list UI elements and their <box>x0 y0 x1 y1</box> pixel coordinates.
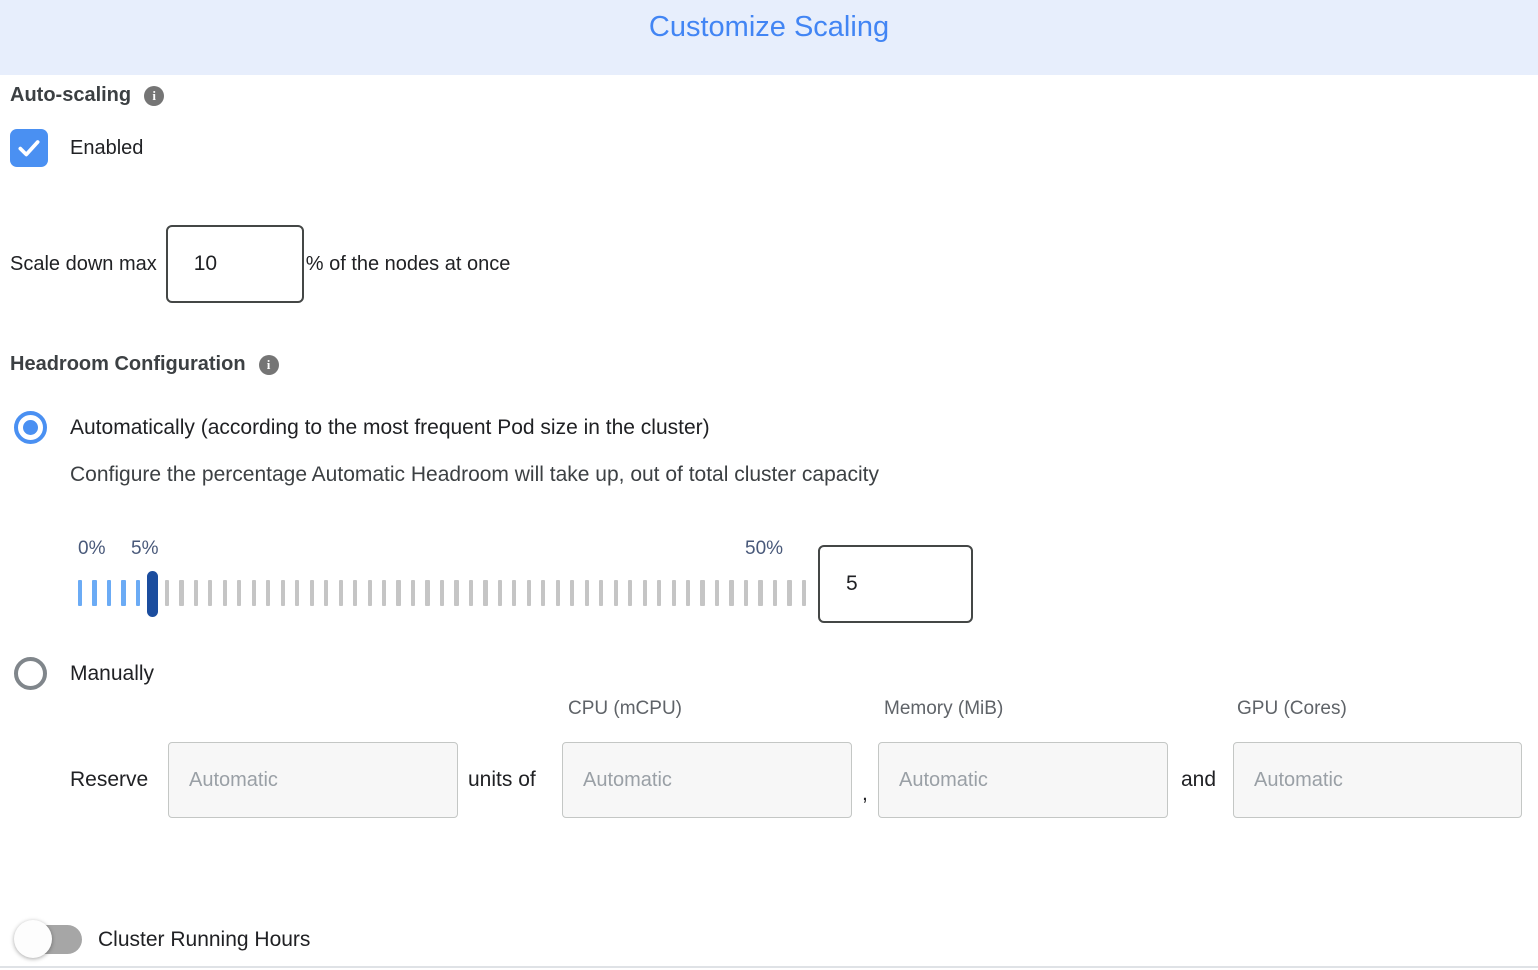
slider-tick <box>367 580 372 606</box>
scale-down-max-input[interactable] <box>165 225 304 303</box>
info-icon-glyph: i <box>266 356 271 372</box>
comma-label: , <box>862 782 868 805</box>
slider-tick <box>410 580 416 606</box>
slider-tick <box>164 580 170 606</box>
headroom-automatic-label: Automatically (according to the most fre… <box>70 415 710 439</box>
checkmark-icon <box>18 140 40 157</box>
reserve-units-input[interactable] <box>168 742 458 818</box>
slider-tick <box>555 580 560 606</box>
slider-tick <box>353 580 358 606</box>
slider-tick <box>179 580 184 606</box>
headroom-automatic-radio[interactable] <box>14 411 47 444</box>
headroom-slider-track[interactable] <box>78 571 806 621</box>
slider-tick <box>324 580 329 606</box>
slider-tick <box>787 580 792 606</box>
slider-tick <box>541 580 546 606</box>
bottom-divider <box>0 966 1538 968</box>
auto-scaling-label: Auto-scaling <box>10 84 132 106</box>
slider-tick <box>512 580 517 606</box>
cluster-running-hours-toggle[interactable] <box>14 918 86 962</box>
info-icon-glyph: i <box>152 87 156 103</box>
headroom-manual-label: Manually <box>70 661 155 685</box>
units-of-label: units of <box>468 768 536 791</box>
slider-tick <box>483 580 488 606</box>
slider-tick <box>251 580 256 606</box>
slider-tick <box>801 580 806 606</box>
slider-tick <box>454 580 459 606</box>
radio-dot <box>23 420 38 435</box>
headroom-automatic-description: Configure the percentage Automatic Headr… <box>70 463 879 486</box>
reserve-cpu-input[interactable] <box>562 742 852 818</box>
slider-tick <box>570 580 575 606</box>
page-title: Customize Scaling <box>648 11 890 43</box>
slider-tick <box>338 580 343 606</box>
slider-min-label: 0% <box>78 538 106 559</box>
slider-tick <box>642 580 647 606</box>
scale-down-row: Scale down max % of the nodes at once <box>10 225 510 303</box>
slider-tick <box>222 580 227 606</box>
cpu-column-header: CPU (mCPU) <box>568 698 682 719</box>
slider-tick <box>193 580 198 606</box>
slider-tick <box>657 580 662 606</box>
slider-tick <box>599 580 604 606</box>
slider-tick <box>758 580 763 606</box>
slider-tick <box>396 580 401 606</box>
headroom-manual-radio[interactable] <box>14 657 47 690</box>
slider-tick <box>237 580 242 606</box>
info-icon[interactable]: i <box>144 85 165 106</box>
slider-tick <box>106 580 112 606</box>
and-label: and <box>1181 768 1217 791</box>
headroom-percentage-input[interactable] <box>818 545 973 623</box>
slider-tick <box>743 580 749 606</box>
slider-tick <box>497 580 502 606</box>
scale-down-prefix-label: Scale down max <box>10 252 157 275</box>
reserve-gpu-input[interactable] <box>1233 742 1522 818</box>
toggle-knob <box>14 920 52 958</box>
slider-tick <box>628 580 633 606</box>
slider-tick <box>266 580 271 606</box>
slider-tick <box>280 580 285 606</box>
slider-tick <box>613 580 618 606</box>
slider-tick <box>208 580 213 606</box>
slider-tick <box>772 580 778 606</box>
info-icon[interactable]: i <box>258 354 279 375</box>
header-bar: Customize Scaling <box>0 0 1538 75</box>
slider-tick <box>584 580 589 606</box>
slider-tick <box>381 580 387 606</box>
headroom-section-header: Headroom Configuration i <box>10 353 279 376</box>
slider-tick <box>425 580 430 606</box>
slider-tick <box>92 580 97 606</box>
slider-current-label: 5% <box>131 538 159 559</box>
slider-handle[interactable] <box>146 571 158 617</box>
slider-tick <box>685 580 691 606</box>
slider-tick <box>309 580 314 606</box>
cluster-running-hours-label: Cluster Running Hours <box>98 928 311 951</box>
slider-tick <box>526 580 531 606</box>
auto-scaling-section-header: Auto-scaling i <box>10 84 165 107</box>
slider-tick <box>729 580 734 606</box>
slider-tick <box>121 580 126 606</box>
reserve-memory-input[interactable] <box>878 742 1168 818</box>
auto-scaling-enabled-checkbox[interactable] <box>10 129 48 167</box>
scale-down-suffix-label: % of the nodes at once <box>305 252 511 275</box>
slider-tick <box>135 580 141 606</box>
slider-tick <box>439 580 445 606</box>
slider-tick <box>295 580 300 606</box>
headroom-configuration-label: Headroom Configuration <box>10 353 246 375</box>
slider-max-label: 50% <box>745 538 784 559</box>
memory-column-header: Memory (MiB) <box>884 698 1004 719</box>
slider-tick <box>700 580 705 606</box>
slider-tick <box>671 580 676 606</box>
enabled-label: Enabled <box>70 136 144 159</box>
reserve-label: Reserve <box>70 768 149 791</box>
slider-tick <box>714 580 720 606</box>
slider-tick <box>468 580 474 606</box>
gpu-column-header: GPU (Cores) <box>1237 698 1347 719</box>
slider-tick <box>78 580 83 606</box>
